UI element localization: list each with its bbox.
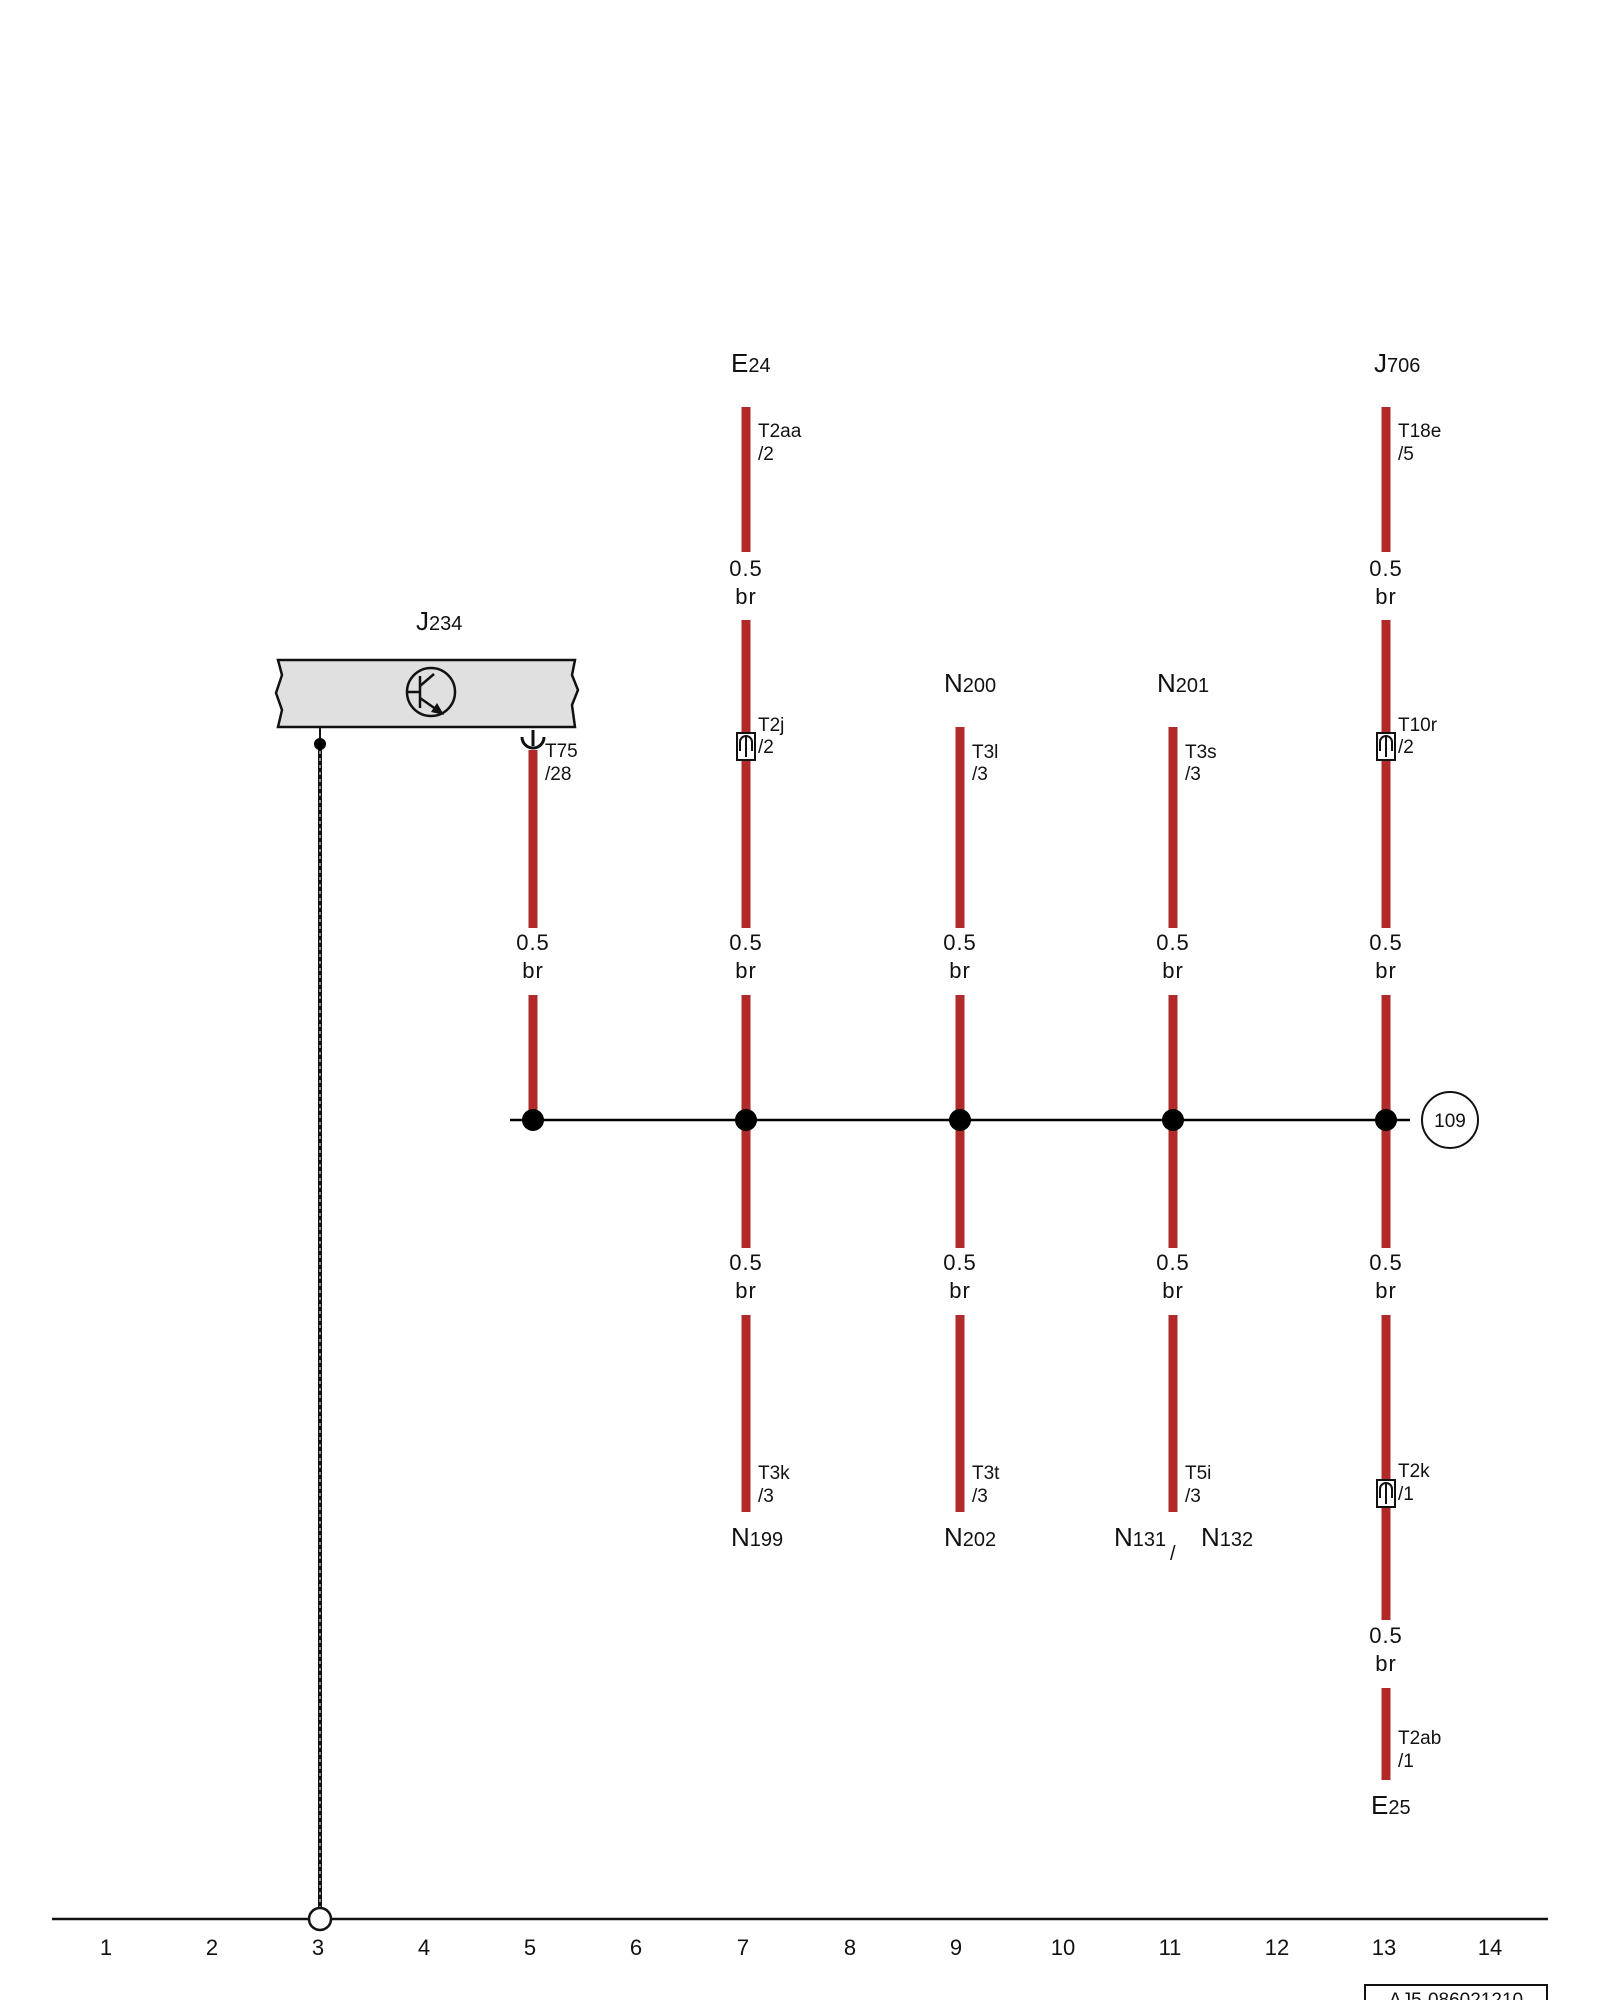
wire-color-label: br (735, 958, 757, 983)
connector-t2k-icon (1376, 1479, 1396, 1508)
drawing-id: AJ5-086021210 (1389, 1990, 1523, 2000)
wire-size-label: 0.5 (1369, 930, 1403, 955)
wire-size-label: 0.5 (943, 1250, 977, 1275)
connector-t3s-pin: /3 (1185, 764, 1201, 785)
wire-size-label: 0.5 (1369, 1623, 1403, 1648)
column-number: 8 (844, 1935, 856, 1960)
wire-color-label: br (1375, 958, 1397, 983)
connector-t3k-pin: /3 (758, 1486, 774, 1507)
wire-e24-n199[interactable]: E24 T2aa /2 0.5 br T2j /2 0.5 br 0.5 br … (729, 348, 802, 1552)
transistor-icon (405, 666, 457, 718)
wire-j706-e25[interactable]: J706 T18e /5 0.5 br T10r /2 0.5 br 0.5 b… (1369, 348, 1441, 1820)
wire-color-label: br (949, 1278, 971, 1303)
connector-t75-pin: /28 (545, 764, 571, 785)
connector-t75-label: T75 (545, 741, 578, 762)
column-number: 1 (100, 1935, 112, 1960)
connector-t2j-label: T2j (758, 715, 784, 736)
column-number: 10 (1051, 1935, 1075, 1960)
connector-t2k-label: T2k (1398, 1461, 1430, 1482)
control-unit-box (274, 658, 580, 729)
ground-connection-icon[interactable] (307, 1906, 333, 1932)
connector-t2aa-pin: /2 (758, 444, 774, 465)
column-number: 5 (524, 1935, 536, 1960)
connector-t3t-label: T3t (972, 1463, 1000, 1484)
wire-color-label: br (735, 1278, 757, 1303)
component-j706-label: J706 (1374, 348, 1420, 378)
connector-t3l-pin: /3 (972, 764, 988, 785)
wire-color-label: br (1162, 958, 1184, 983)
junction-dot (1162, 1109, 1184, 1131)
wire-size-label: 0.5 (516, 930, 550, 955)
component-n201-label: N201 (1157, 668, 1209, 698)
column-number: 11 (1159, 1935, 1182, 1960)
column-numbers: 1 2 3 4 5 6 7 8 9 10 11 12 13 14 (100, 1935, 1502, 1960)
connector-t2j-pin: /2 (758, 737, 774, 758)
wire-size-label: 0.5 (943, 930, 977, 955)
wire-n201-n131-n132[interactable]: N201 T3s /3 0.5 br 0.5 br T5i /3 N131 / … (1114, 668, 1253, 1565)
component-n131-label: N131 (1114, 1522, 1166, 1552)
component-e25-label: E25 (1371, 1790, 1411, 1820)
connector-t2j-icon (736, 732, 756, 761)
wire-size-label: 0.5 (1156, 1250, 1190, 1275)
drawing-id-box: AJ5-086021210 (1364, 1984, 1548, 2000)
wire-size-label: 0.5 (729, 930, 763, 955)
connector-t2aa-label: T2aa (758, 421, 802, 442)
connector-t5i-pin: /3 (1185, 1486, 1201, 1507)
reference-number: 109 (1434, 1111, 1466, 1132)
column-number: 14 (1478, 1935, 1502, 1960)
wire-size-label: 0.5 (1156, 930, 1190, 955)
connector-t10r-pin: /2 (1398, 737, 1414, 758)
wire-color-label: br (522, 958, 544, 983)
connector-t5i-label: T5i (1185, 1463, 1211, 1484)
wire-size-label: 0.5 (1369, 556, 1403, 581)
connector-t3s-label: T3s (1185, 742, 1217, 763)
connector-t3l-label: T3l (972, 742, 998, 763)
wire-color-label: br (735, 584, 757, 609)
wire-size-label: 0.5 (729, 556, 763, 581)
column-number: 6 (630, 1935, 642, 1960)
component-n202-label: N202 (944, 1522, 996, 1552)
wire-color-label: br (1375, 1278, 1397, 1303)
junction-dot (735, 1109, 757, 1131)
component-n132-label: N132 (1201, 1522, 1253, 1552)
column-number: 13 (1372, 1935, 1396, 1960)
column-number: 2 (206, 1935, 218, 1960)
wire-color-label: br (1375, 584, 1397, 609)
connector-t18e-pin: /5 (1398, 444, 1414, 465)
column-number: 3 (312, 1935, 324, 1960)
slash-separator: / (1170, 1543, 1176, 1565)
wire-size-label: 0.5 (1369, 1250, 1403, 1275)
reference-109[interactable]: 109 (1421, 1091, 1479, 1149)
connector-t3k-label: T3k (758, 1463, 790, 1484)
connector-t18e-label: T18e (1398, 421, 1441, 442)
connector-t10r-label: T10r (1398, 715, 1438, 736)
wire-color-label: br (949, 958, 971, 983)
junction-dot (314, 738, 326, 750)
wire-n200-n202[interactable]: N200 T3l /3 0.5 br 0.5 br T3t /3 N202 (943, 668, 1000, 1552)
column-number: 4 (418, 1935, 430, 1960)
component-n199-label: N199 (731, 1522, 783, 1552)
shield-line (314, 727, 326, 1908)
junction-dot (949, 1109, 971, 1131)
junction-dot (1375, 1109, 1397, 1131)
connector-t2k-pin: /1 (1398, 1484, 1414, 1505)
junction-dot (522, 1109, 544, 1131)
column-number: 12 (1265, 1935, 1289, 1960)
connector-t10r-icon (1376, 732, 1396, 761)
column-number: 9 (950, 1935, 962, 1960)
control-unit-j234[interactable]: J234 (274, 606, 580, 729)
column-number: 7 (737, 1935, 749, 1960)
connector-t2ab-pin: /1 (1398, 1751, 1414, 1772)
wire-size-label: 0.5 (729, 1250, 763, 1275)
connector-t2ab-label: T2ab (1398, 1728, 1441, 1749)
component-e24-label: E24 (731, 348, 771, 378)
component-n200-label: N200 (944, 668, 996, 698)
wire-color-label: br (1162, 1278, 1184, 1303)
connector-t3t-pin: /3 (972, 1486, 988, 1507)
control-unit-label: J234 (416, 606, 462, 636)
connector-socket-icon (520, 736, 546, 750)
wire-t75[interactable]: T75 /28 0.5 br (516, 730, 578, 1131)
wire-color-label: br (1375, 1651, 1397, 1676)
